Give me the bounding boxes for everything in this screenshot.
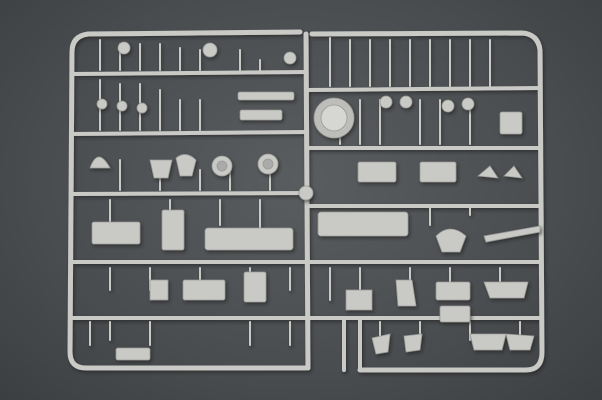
part-dome: [89, 156, 111, 169]
part-box: [161, 209, 185, 251]
part-long-plate-right: [317, 211, 409, 237]
part-bracket-left: [91, 221, 141, 245]
parts: [89, 41, 541, 361]
part-mount-2: [175, 154, 197, 177]
left-runners: [70, 70, 308, 320]
right-runners: [306, 86, 542, 320]
part-mount-1: [149, 159, 173, 179]
sprue-frame: [67, 29, 545, 373]
runner-connector: [342, 316, 362, 372]
part-long-plate: [204, 227, 294, 251]
frame-left: [67, 29, 309, 371]
frame-right: [309, 30, 545, 373]
